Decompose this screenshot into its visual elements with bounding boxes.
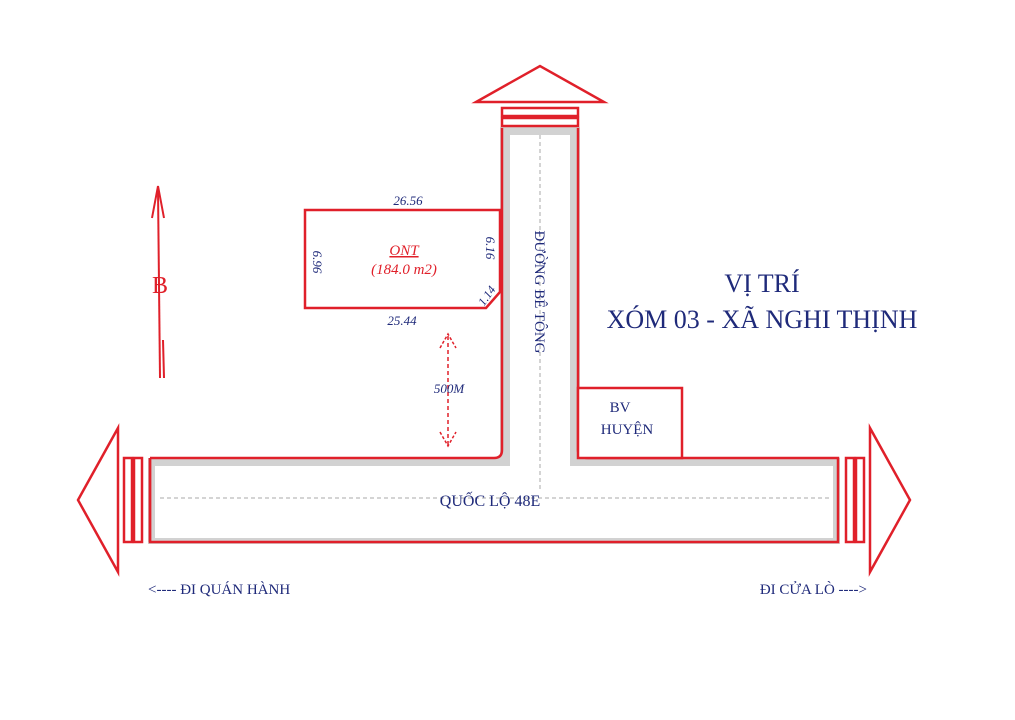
arrow-up-icon	[471, 64, 609, 128]
distance-label: 500M	[434, 381, 466, 396]
parcel-area: (184.0 m2)	[371, 262, 437, 278]
parcel-edge-bottom: 25.44	[387, 313, 417, 328]
parcel-edge-top: 26.56	[393, 193, 423, 208]
main-road-name: QUỐC LỘ 48E	[440, 491, 540, 510]
land-parcel	[303, 208, 502, 310]
parcel-edge-right: 6.16	[483, 237, 498, 260]
direction-left: <---- ĐI QUÁN HÀNH	[148, 581, 290, 598]
hospital-label-line1: BV	[610, 400, 631, 416]
vertical-road-name: ĐƯỜNG BÊ TÔNG	[531, 230, 548, 353]
parcel-land-type: ONT	[389, 243, 420, 259]
title-line1: VỊ TRÍ	[724, 269, 799, 298]
road-inner	[155, 135, 833, 538]
title-line2: XÓM 03 - XÃ NGHI THỊNH	[607, 305, 918, 334]
distance-marker	[439, 332, 457, 448]
north-arrow-icon	[151, 185, 165, 379]
hospital-box	[576, 386, 684, 460]
arrow-right-icon	[844, 423, 912, 577]
parcel-edge-left: 6.96	[310, 251, 325, 274]
direction-right: ĐI CỬA LÒ ---->	[760, 581, 867, 598]
hospital-label-line2: HUYỆN	[601, 421, 654, 438]
arrow-left-icon	[76, 423, 144, 577]
north-label: B	[152, 273, 168, 299]
